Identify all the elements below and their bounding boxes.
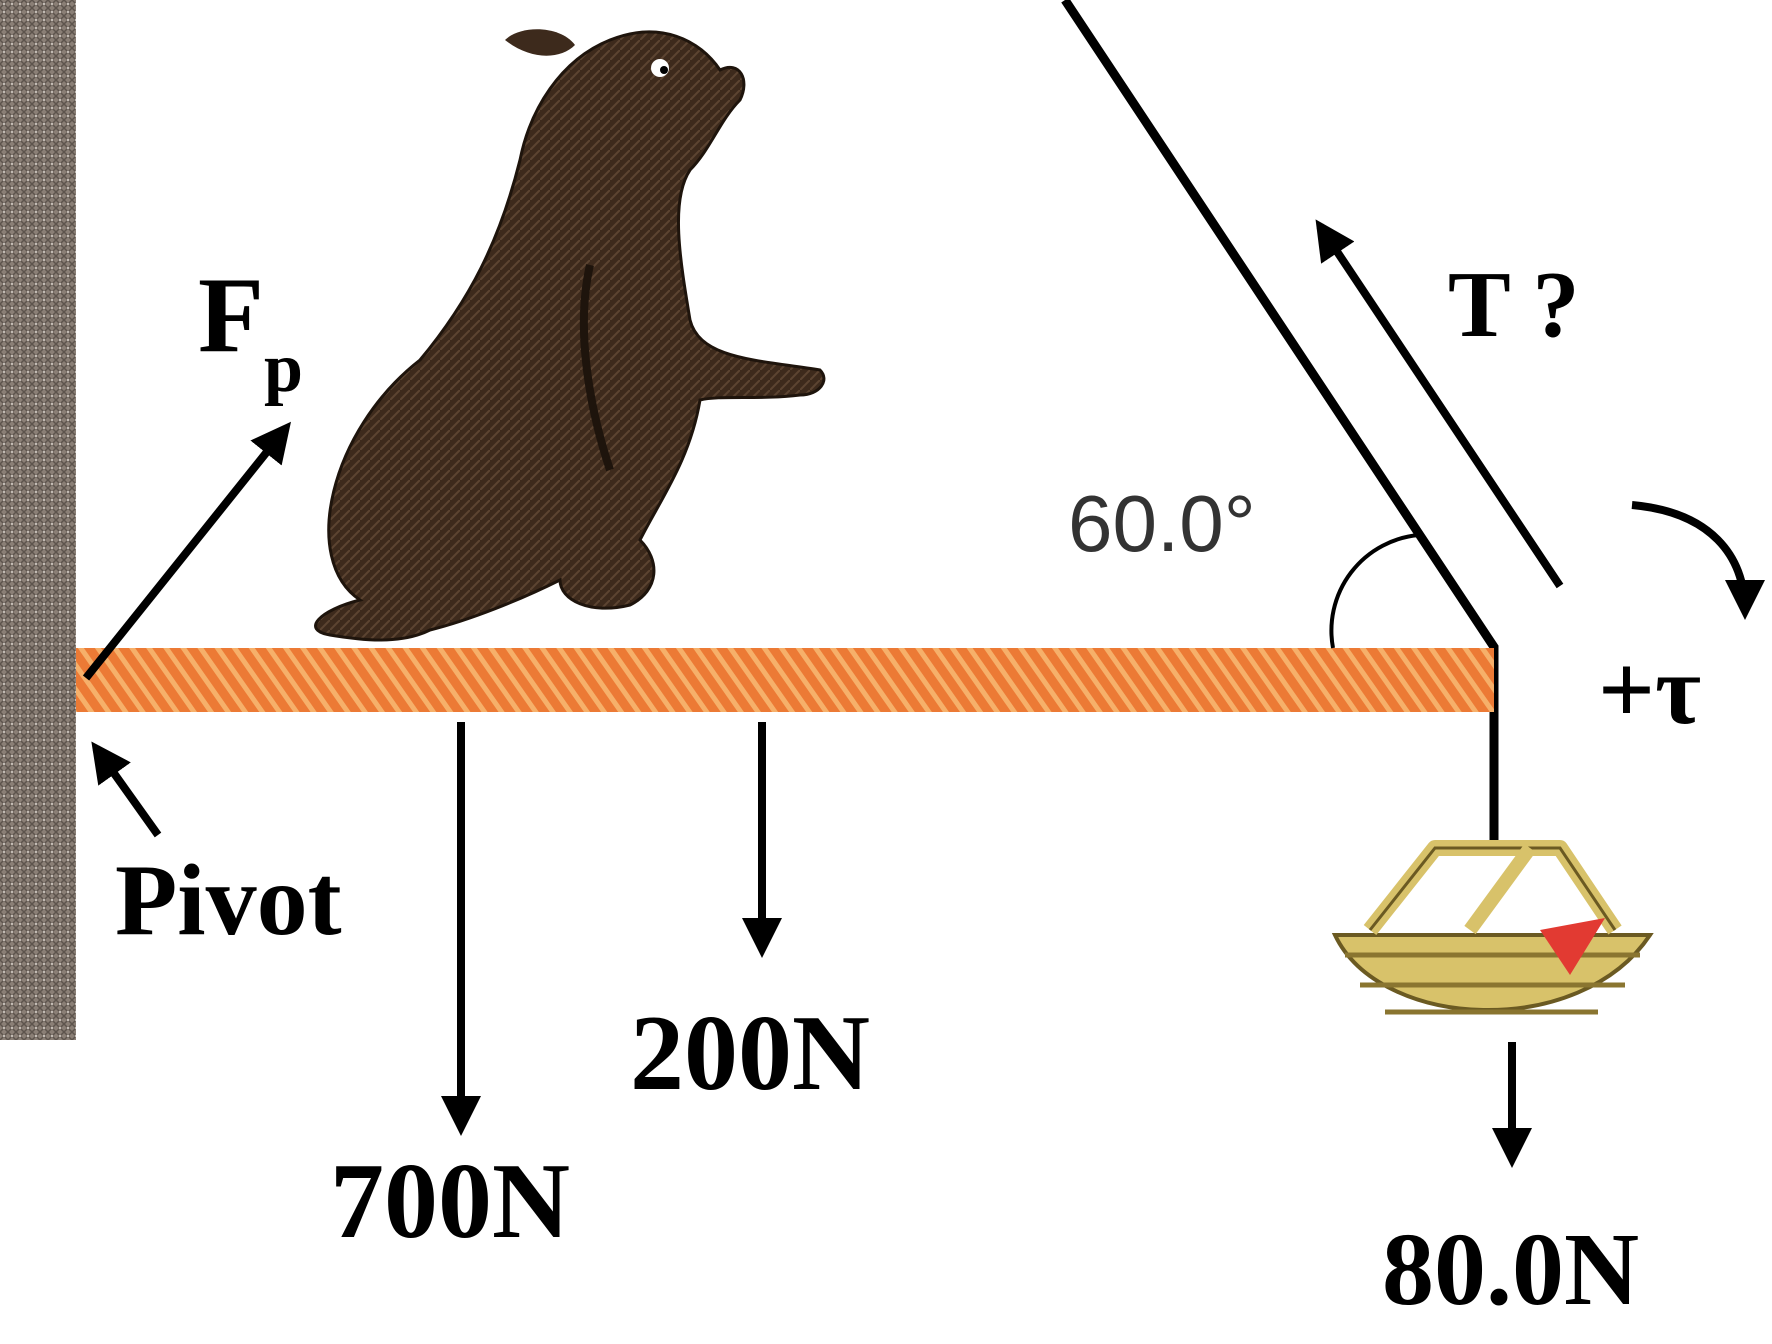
groundhog-figure [314,29,826,642]
pivot-force-symbol: F [198,256,264,375]
basket [1331,840,1654,1015]
person-weight-label: 700N [330,1142,570,1261]
tension-label: T ? [1448,253,1580,357]
pivot-force-label: Fp [198,262,303,404]
angle-arc [1329,533,1420,649]
beam [76,648,1494,712]
pivot-pointer-arrow [91,741,162,838]
torque-sign-label: +τ [1598,634,1702,745]
tension-arrow [1315,219,1564,589]
pivot-label: Pivot [115,844,342,957]
basket-weight-label: 80.0N [1382,1212,1640,1327]
torque-direction-arrow [1631,501,1765,620]
angle-label: 60.0° [1068,479,1256,568]
basket-flag [1540,918,1605,975]
support-cable [1061,0,1499,845]
pivot-force-subscript: p [263,330,303,407]
beam-weight-label: 200N [630,994,870,1113]
pivot-force-arrow [82,421,291,681]
wall [0,0,76,1040]
